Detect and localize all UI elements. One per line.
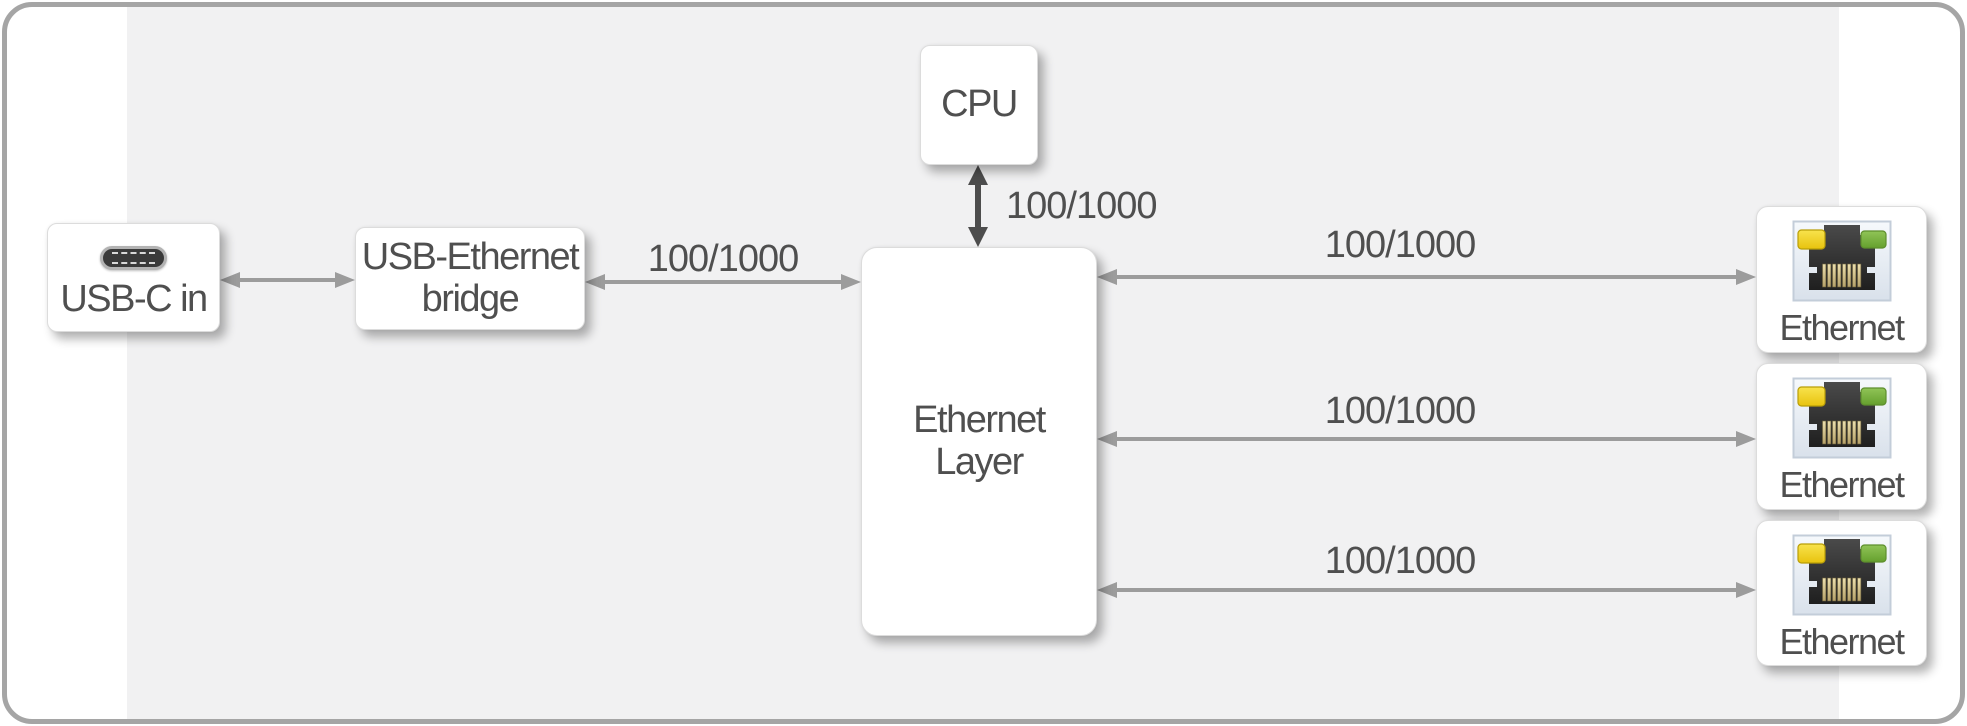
link-usb-c-to-bridge: [220, 272, 355, 288]
node-ethernet-port-1: Ethernet: [1756, 206, 1927, 353]
arrowhead-right-icon: [1736, 269, 1756, 285]
arrowhead-left-icon: [1097, 269, 1117, 285]
arrowhead-right-icon: [841, 274, 861, 290]
usb-ethernet-bridge-label: USB-Ethernet bridge: [361, 236, 580, 320]
label-line-2: Layer: [935, 440, 1024, 483]
link-speed-label: 100/1000: [1324, 224, 1477, 266]
rj45-port-icon: [1792, 220, 1891, 302]
ethernet-port-label: Ethernet: [1779, 307, 1905, 348]
link-speed-label: 100/1000: [647, 238, 800, 280]
link-speed-label: 100/1000: [1324, 540, 1477, 582]
ethernet-port-label: Ethernet: [1779, 621, 1905, 662]
label-line-1: USB-Ethernet: [361, 236, 580, 279]
node-ethernet-port-3: Ethernet: [1756, 520, 1927, 666]
usb-c-connector-icon: [100, 246, 167, 270]
arrowhead-left-icon: [220, 272, 240, 288]
link-layer-to-port-2: [1097, 431, 1756, 447]
arrowhead-left-icon: [1097, 431, 1117, 447]
arrow-bar: [1113, 437, 1740, 441]
usb-c-in-label: USB-C in: [60, 278, 208, 320]
arrowhead-left-icon: [585, 274, 605, 290]
arrowhead-up-icon: [968, 165, 988, 185]
arrowhead-right-icon: [335, 272, 355, 288]
arrowhead-left-icon: [1097, 582, 1117, 598]
ethernet-layer-label: Ethernet Layer: [913, 399, 1046, 483]
link-layer-to-port-3: [1097, 582, 1756, 598]
node-cpu: CPU: [920, 45, 1038, 165]
node-usb-c-in: USB-C in: [47, 223, 220, 332]
link-layer-to-port-1: [1097, 269, 1756, 285]
cpu-label: CPU: [941, 83, 1018, 126]
arrowhead-right-icon: [1736, 582, 1756, 598]
link-bridge-to-layer: [585, 274, 861, 290]
link-speed-label: 100/1000: [1324, 390, 1477, 432]
label-line-1: Ethernet: [913, 399, 1046, 442]
arrow-bar: [975, 180, 981, 232]
arrow-bar: [1113, 275, 1740, 279]
arrow-bar: [601, 280, 845, 284]
arrowhead-right-icon: [1736, 431, 1756, 447]
link-cpu-to-layer: [968, 165, 988, 247]
rj45-port-icon: [1792, 534, 1891, 616]
node-usb-ethernet-bridge: USB-Ethernet bridge: [355, 227, 585, 330]
arrowhead-down-icon: [968, 227, 988, 247]
label-line-2: bridge: [421, 277, 520, 320]
ethernet-port-label: Ethernet: [1779, 464, 1905, 505]
arrow-bar: [1113, 588, 1740, 592]
node-ethernet-layer: Ethernet Layer: [861, 247, 1097, 636]
rj45-port-icon: [1792, 377, 1891, 459]
link-speed-label: 100/1000: [1006, 185, 1157, 227]
arrow-bar: [236, 278, 339, 282]
node-ethernet-port-2: Ethernet: [1756, 363, 1927, 510]
